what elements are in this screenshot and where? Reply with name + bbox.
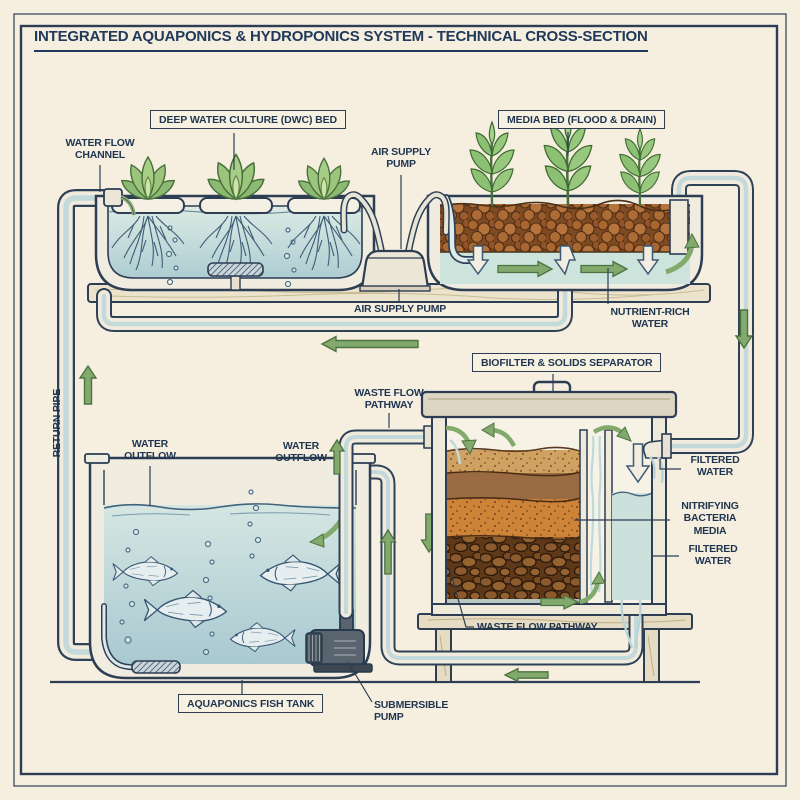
percolation-arrows [466,245,660,276]
waste-pipe [338,425,460,620]
label-nutrient-rich-water: NUTRIENT-RICH WATER [610,306,690,331]
label-fish-tank: AQUAPONICS FISH TANK [178,694,324,714]
media-plant [618,127,662,208]
border-frame [13,13,787,787]
return-pipe [57,189,123,661]
air-supply-pump [340,191,450,292]
label-air-supply-pump-top: AIR SUPPLY PUMP [370,146,432,171]
page-title: INTEGRATED AQUAPONICS & HYDROPONICS SYST… [34,28,648,52]
media-plant [468,120,516,208]
label-air-supply-pump-bottom: AIR SUPPLY PUMP [353,303,447,315]
dwc-bubbles [165,225,297,288]
water-inlet-spout [103,188,136,216]
dwc-airstone [207,262,264,277]
label-waste-flow-pathway-bottom: WASTE FLOW PATHWAY [477,621,598,633]
fish-tank [84,453,376,680]
leader-lines [99,132,681,703]
drain-flow-arrow-down [734,309,754,350]
bottom-return-pipe [358,464,644,666]
label-water-outflow-right: WATER OUTFLOW [275,440,327,465]
label-media-bed: MEDIA BED (FLOOD & DRAIN) [498,110,666,130]
outlet-flange [661,433,672,459]
label-water-flow-channel: WATER FLOW CHANNEL [65,137,135,162]
label-submersible-pump: SUBMERSIBLE PUMP [374,699,449,724]
label-waste-flow-pathway-top: WASTE FLOW PATHWAY [354,387,424,412]
return-flow-arrow-up [78,364,98,405]
drain-pipe-right [660,170,754,454]
dwc-airstone-stem [230,275,241,291]
flow-arrow-right [580,260,629,278]
label-biofilter: BIOFILTER & SOLIDS SEPARATOR [472,353,662,373]
media-bed [426,113,704,292]
outflow-arrow-up [328,438,346,475]
label-dwc-bed: DEEP WATER CULTURE (DWC) BED [150,110,347,130]
bed-drain-fitting [669,199,689,255]
tank-airstone [131,660,181,674]
label-nitrifying-bacteria-media: NITRIFYING BACTERIA MEDIA [681,500,739,537]
distribution-pipe [96,258,573,332]
label-water-outflow-left: WATER OUTFLOW [124,438,176,463]
dwc-bed [94,153,376,292]
submersible-pump [305,609,373,673]
biofilter [420,380,678,649]
flow-arrow-right [497,260,554,278]
label-return-pipe: RETURN PIPE [50,388,63,458]
label-filtered-water-bottom: FILTERED WATER [688,543,738,568]
riser-arrow-up [379,528,397,575]
flow-arrow-left [320,335,419,353]
label-filtered-water-top: FILTERED WATER [690,454,740,479]
return-arrow-left [503,667,549,683]
